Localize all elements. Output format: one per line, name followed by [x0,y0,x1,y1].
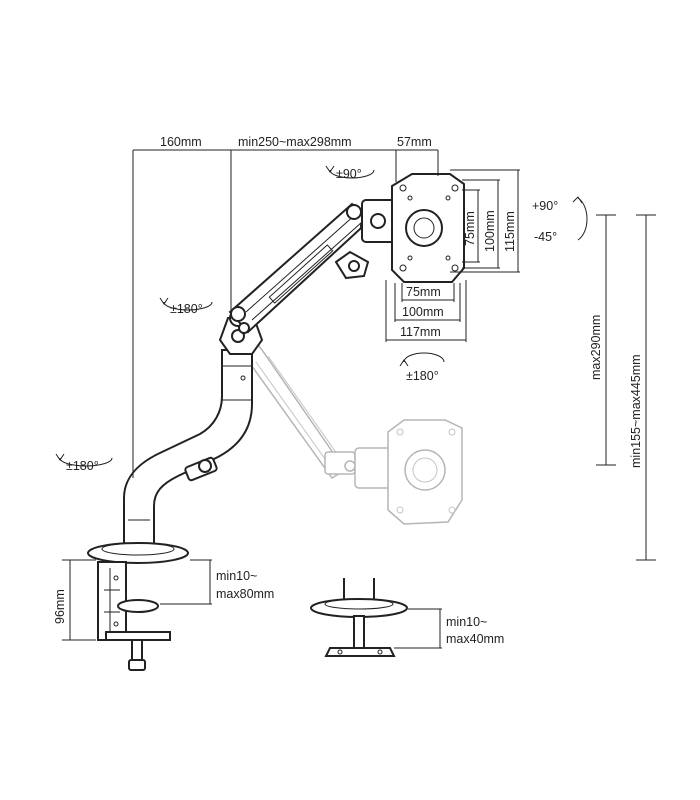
grommet-mount [310,578,408,657]
rotate-arrow-icon-monitor [325,165,375,179]
tilt-up-label: +90° [532,199,558,213]
vesa-h-mid-label: 100mm [402,305,444,319]
head-depth-label: 57mm [397,135,432,149]
main-pole [123,349,253,549]
top-dimension-lines [132,149,439,478]
arm-reach-label: min250~max298mm [238,135,352,149]
rotate-arrow-icon-base [55,453,113,467]
clamp-height-label: 96mm [53,589,67,624]
base-swivel-label: ±180° [66,459,99,473]
vesa-horizontal-dimensions [385,280,467,342]
vesa-vertical-dimensions [450,169,520,273]
upper-arm [228,202,374,334]
pole-offset-label: 160mm [160,135,202,149]
desk-clamp [87,542,189,671]
tilt-down-label: -45° [534,230,557,244]
vesa-h-small-label: 75mm [406,285,441,299]
height-dimensions [596,214,656,561]
rotate-arrow-icon-head [399,352,445,367]
vesa-v-small-label: 75mm [463,211,477,246]
grommet-thickness-label-2: max40mm [446,632,504,646]
grommet-dimensions [394,608,442,649]
clamp-thickness-label-1: min10~ [216,569,257,583]
rotate-arrow-icon-tilt [572,196,588,241]
vesa-plate [391,173,465,283]
monitor-rotate-label: ±90° [336,167,362,181]
vesa-h-large-label: 117mm [400,325,441,339]
clamp-dimensions [62,559,212,641]
lowered-arm-ghost [243,333,463,525]
elbow-swivel-label: ±180° [170,302,203,316]
lift-range-label: max290mm [589,315,603,380]
rotate-arrow-icon-elbow [159,297,213,311]
head-swivel-label: ±180° [406,369,439,383]
clamp-thickness-label-2: max80mm [216,587,274,601]
height-range-label: min155~max445mm [629,354,643,468]
grommet-thickness-label-1: min10~ [446,615,487,629]
vesa-v-mid-label: 100mm [483,210,497,252]
vesa-v-large-label: 115mm [503,211,517,252]
